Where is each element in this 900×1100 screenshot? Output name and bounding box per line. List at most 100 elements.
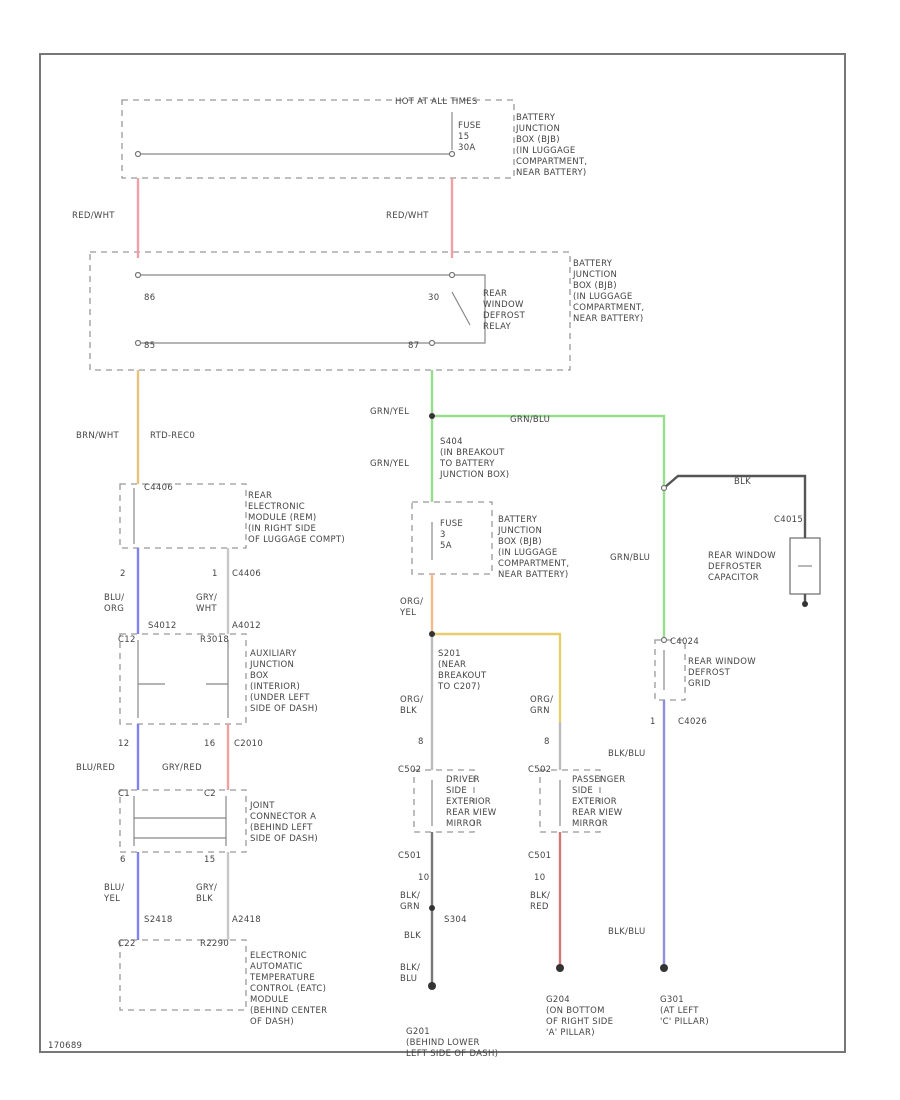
label-pin-8b: 8 bbox=[544, 737, 550, 747]
label-conn-r3018: R3018 bbox=[200, 635, 229, 645]
label-line: DEFROST bbox=[688, 668, 731, 678]
label-pin-2: 2 bbox=[120, 569, 126, 579]
label-line: BLU/RED bbox=[76, 763, 115, 773]
wire-grn-blu bbox=[432, 414, 666, 640]
label-line: BATTERY bbox=[516, 113, 556, 123]
label-conn-c501-b: C501 bbox=[528, 851, 551, 861]
label-wire-red-wht-right: RED/WHT bbox=[386, 211, 429, 221]
label-wire-blk-red: BLK/RED bbox=[530, 891, 550, 912]
label-line: 'C' PILLAR) bbox=[660, 1017, 709, 1027]
label-line: MIRROR bbox=[446, 819, 482, 829]
label-line: NEAR BATTERY) bbox=[498, 570, 569, 580]
label-wire-gry-blk: GRY/BLK bbox=[196, 883, 217, 904]
label-line: REAR VIEW bbox=[446, 808, 497, 818]
rem-module-box bbox=[119, 483, 247, 549]
label-line: 16 bbox=[204, 739, 215, 749]
label-line: C4015 bbox=[774, 515, 803, 525]
label-line: TEMPERATURE bbox=[249, 973, 315, 983]
label-wire-grn-blu-top: GRN/BLU bbox=[510, 415, 550, 425]
label-line: SIDE bbox=[446, 786, 467, 796]
ground-g301 bbox=[660, 964, 668, 972]
label-wire-blk-a: BLK bbox=[404, 931, 421, 941]
label-pin-87: 87 bbox=[408, 341, 419, 351]
ajb-box bbox=[119, 633, 247, 725]
pin-grid-top bbox=[660, 636, 668, 644]
label-line: (IN BREAKOUT bbox=[440, 448, 505, 458]
label-line: WHT bbox=[196, 604, 217, 614]
label-line: CONNECTOR A bbox=[250, 812, 316, 822]
label-line: FUSE bbox=[458, 121, 481, 131]
label-line: 1 bbox=[212, 569, 218, 579]
label-line: S404 bbox=[440, 437, 463, 447]
label-line: (IN LUGGAGE bbox=[573, 292, 633, 302]
label-pin-8a: 8 bbox=[418, 737, 424, 747]
label-line: 30A bbox=[458, 143, 476, 153]
label-line: REAR WINDOW bbox=[708, 551, 776, 561]
label-line: GRID bbox=[688, 679, 711, 689]
label-conn-c4406b: C4406 bbox=[232, 569, 261, 579]
label-line: GRN/YEL bbox=[370, 407, 409, 417]
label-line: BLK bbox=[734, 477, 751, 487]
bjb-top-box bbox=[121, 99, 515, 179]
label-wire-gry-wht: GRY/WHT bbox=[196, 593, 217, 614]
label-conn-c2010: C2010 bbox=[234, 739, 263, 749]
eatc-box bbox=[119, 939, 247, 1011]
label-line: (BEHIND LEFT bbox=[250, 823, 313, 833]
label-line: 3 bbox=[440, 530, 446, 540]
label-line: (BEHIND LOWER bbox=[406, 1038, 480, 1048]
label-conn-c502-a: C502 bbox=[398, 765, 421, 775]
label-conn-s2418: S2418 bbox=[144, 915, 173, 925]
label-line: C2010 bbox=[234, 739, 263, 749]
relay-switch-contact bbox=[451, 291, 471, 326]
label-line: 30 bbox=[428, 293, 439, 303]
label-line: AUXILIARY bbox=[250, 649, 297, 659]
label-line: C501 bbox=[398, 851, 421, 861]
label-line: BOX (BJB) bbox=[573, 281, 617, 291]
label-line: ORG bbox=[104, 604, 124, 614]
label-line: BLK/ bbox=[400, 891, 420, 901]
label-line: (IN RIGHT SIDE bbox=[248, 524, 316, 534]
driver-mirror-box bbox=[413, 769, 475, 833]
label-line: 12 bbox=[118, 739, 129, 749]
label-wire-rtd-reco: RTD-REC0 bbox=[150, 431, 195, 441]
label-line: BATTERY bbox=[498, 515, 538, 525]
label-line: (AT LEFT bbox=[660, 1006, 699, 1016]
ground-g204 bbox=[556, 964, 564, 972]
label-line: GRN bbox=[400, 902, 420, 912]
label-line: GRY/RED bbox=[162, 763, 202, 773]
label-pin-86: 86 bbox=[144, 293, 155, 303]
label-line: REAR bbox=[248, 491, 272, 501]
label-line: BREAKOUT bbox=[438, 671, 487, 681]
label-line: GRN/YEL bbox=[370, 459, 409, 469]
label-line: LEFT SIDE OF DASH) bbox=[406, 1049, 498, 1059]
label-line: BLK bbox=[404, 931, 421, 941]
label-line: PASSENGER bbox=[572, 775, 625, 785]
label-line: G301 bbox=[660, 995, 684, 1005]
label-line: S201 bbox=[438, 649, 461, 659]
label-line: JUNCTION bbox=[249, 660, 294, 670]
label-line: NEAR BATTERY) bbox=[573, 314, 644, 324]
label-wire-grn-blu-right: GRN/BLU bbox=[610, 553, 650, 563]
label-line: MIRROR bbox=[572, 819, 608, 829]
label-conn-s4012: S4012 bbox=[148, 621, 177, 631]
label-conn-c1: C1 bbox=[118, 789, 130, 799]
label-conn-c4406: C4406 bbox=[144, 483, 173, 493]
label-pin-1-right: 1 bbox=[650, 717, 656, 727]
label-line: BRN/WHT bbox=[76, 431, 120, 441]
label-line: CONTROL (EATC) bbox=[250, 984, 326, 994]
label-line: 8 bbox=[544, 737, 550, 747]
label-line: GRN/BLU bbox=[610, 553, 650, 563]
label-line: WINDOW bbox=[483, 300, 524, 310]
label-line: A4012 bbox=[232, 621, 261, 631]
label-wire-blk-blu-g: BLK/BLU bbox=[400, 963, 420, 984]
label-wire-blu-red: BLU/RED bbox=[76, 763, 115, 773]
label-line: BOX (BJB) bbox=[498, 537, 542, 547]
bjb-mid-box bbox=[89, 251, 571, 371]
splice-s201 bbox=[429, 631, 435, 637]
label-line: GRY/ bbox=[196, 593, 217, 603]
